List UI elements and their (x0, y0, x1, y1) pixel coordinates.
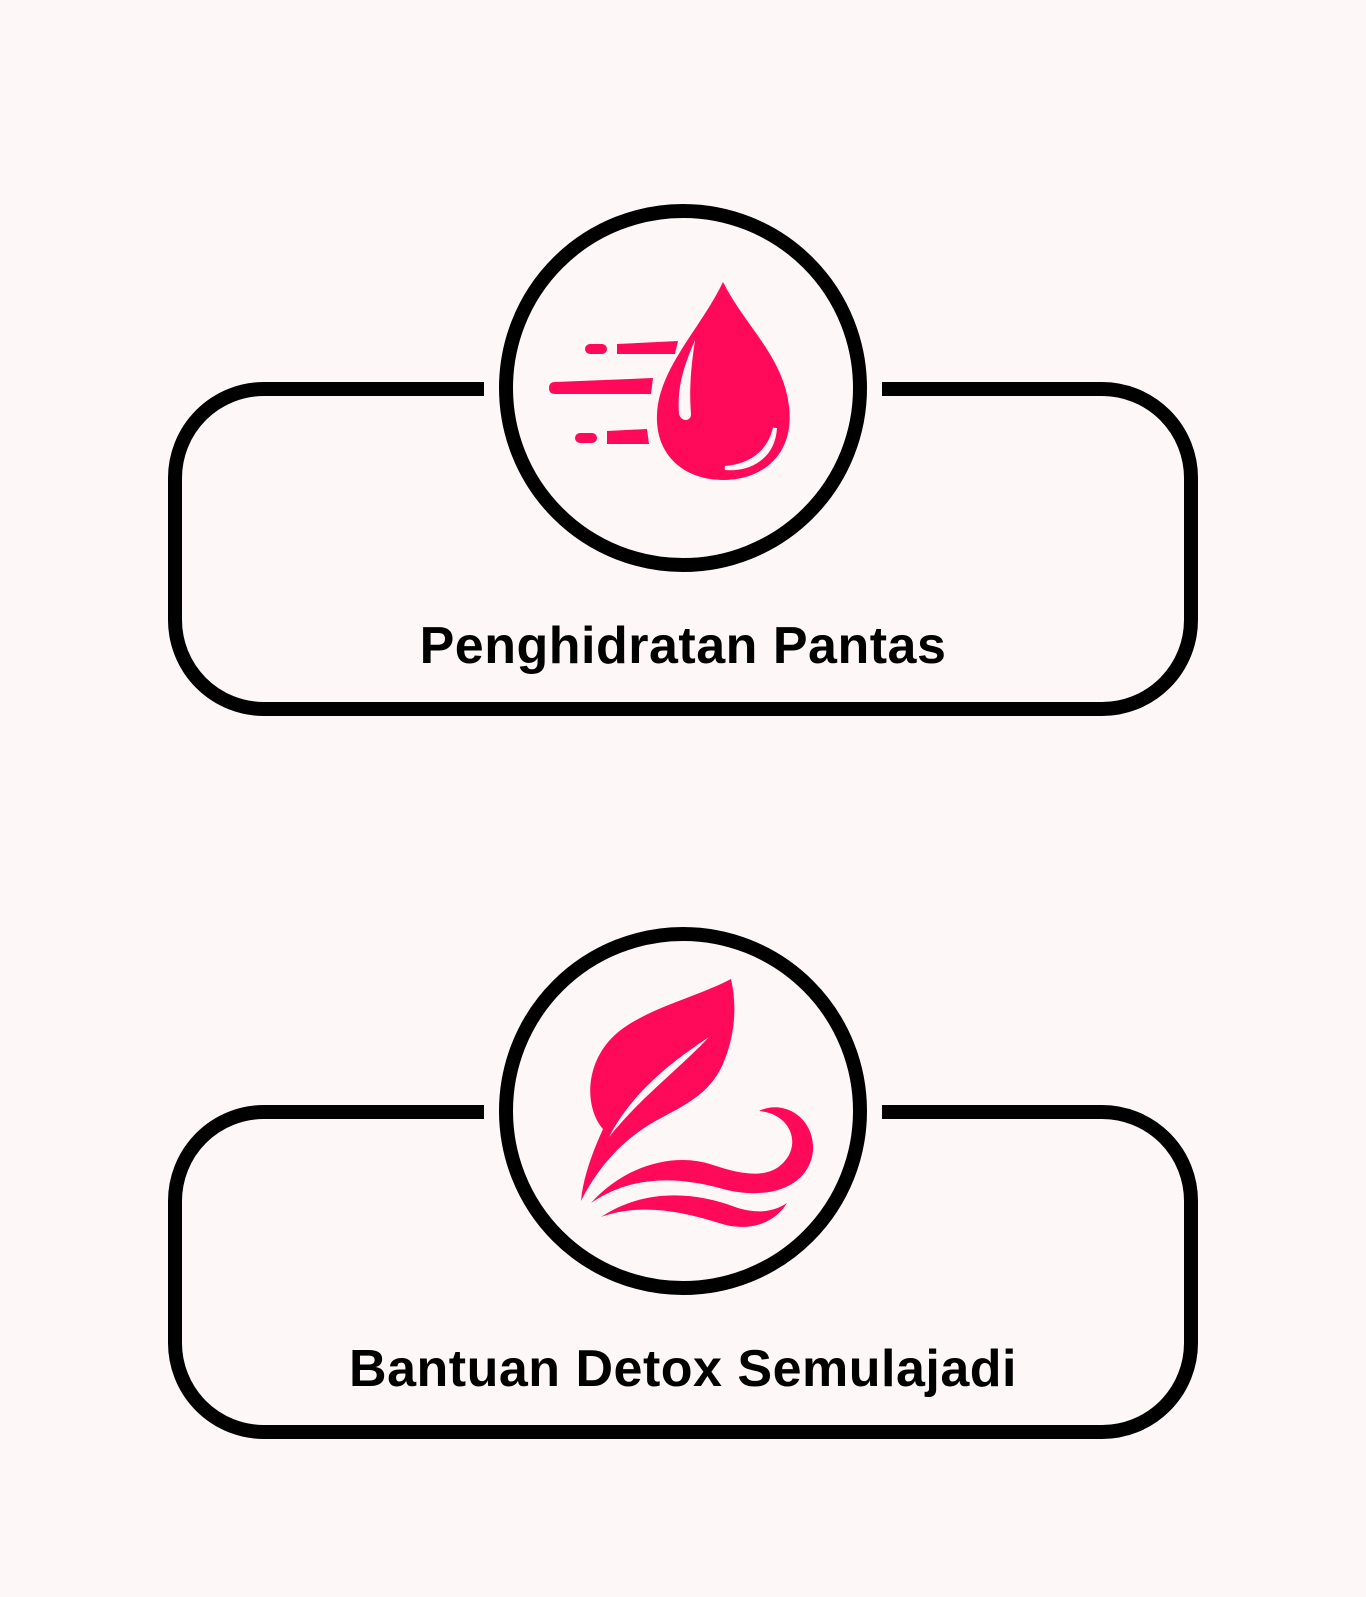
feature-card-hydration: Penghidratan Pantas (168, 204, 1198, 734)
leaf-wave-icon (581, 979, 814, 1227)
card-frame (168, 1105, 1198, 1439)
feature-card-detox: Bantuan Detox Semulajadi (168, 927, 1198, 1457)
card-frame (168, 382, 1198, 716)
feature-label: Penghidratan Pantas (419, 617, 947, 675)
feature-label: Bantuan Detox Semulajadi (349, 1340, 1017, 1398)
icon-circle (499, 927, 867, 1295)
water-drop-icon (549, 282, 790, 480)
icon-circle (499, 204, 867, 572)
